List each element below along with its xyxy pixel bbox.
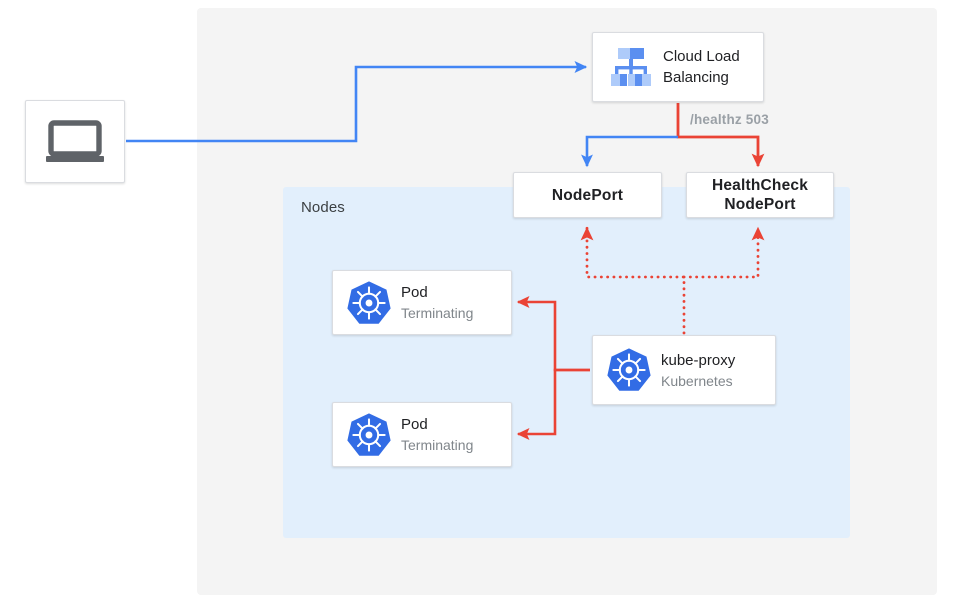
cloud-load-balancing-icon — [599, 46, 663, 88]
pod-2-subtitle: Terminating — [401, 437, 474, 453]
pod-2-title: Pod — [401, 416, 428, 433]
client-node[interactable] — [25, 100, 125, 183]
pod-node-1[interactable]: Pod Terminating — [332, 270, 512, 335]
kubernetes-icon — [597, 347, 661, 393]
pod-2-text: Pod Terminating — [401, 414, 511, 455]
cloud-load-balancing-text: Cloud Load Balancing — [663, 46, 763, 88]
pod-node-2[interactable]: Pod Terminating — [332, 402, 512, 467]
pod-1-subtitle: Terminating — [401, 305, 474, 321]
nodeport-node[interactable]: NodePort — [513, 172, 662, 218]
healthcheck-nodeport-label-line1: HealthCheck — [711, 177, 809, 194]
healthz-edge-label: /healthz 503 — [690, 112, 769, 127]
pod-1-text: Pod Terminating — [401, 282, 511, 323]
laptop-icon — [44, 119, 106, 164]
kubernetes-icon — [337, 280, 401, 326]
nodeport-label: NodePort — [551, 186, 624, 204]
cloud-load-balancing-node[interactable]: Cloud Load Balancing — [592, 32, 764, 102]
healthcheck-nodeport-node[interactable]: HealthCheck NodePort — [686, 172, 834, 218]
cloud-load-balancing-title-line2: Balancing — [663, 69, 729, 86]
kube-proxy-node[interactable]: kube-proxy Kubernetes — [592, 335, 776, 405]
cloud-load-balancing-title-line1: Cloud Load — [663, 48, 740, 65]
kubernetes-icon — [337, 412, 401, 458]
kube-proxy-subtitle: Kubernetes — [661, 372, 733, 389]
healthcheck-nodeport-text: HealthCheck NodePort — [712, 176, 808, 214]
kube-proxy-title: kube-proxy — [661, 351, 736, 369]
kube-proxy-text: kube-proxy Kubernetes — [661, 350, 775, 391]
healthcheck-nodeport-label-line2: NodePort — [724, 196, 796, 213]
nodes-region-label: Nodes — [301, 199, 345, 216]
pod-1-title: Pod — [401, 284, 428, 301]
